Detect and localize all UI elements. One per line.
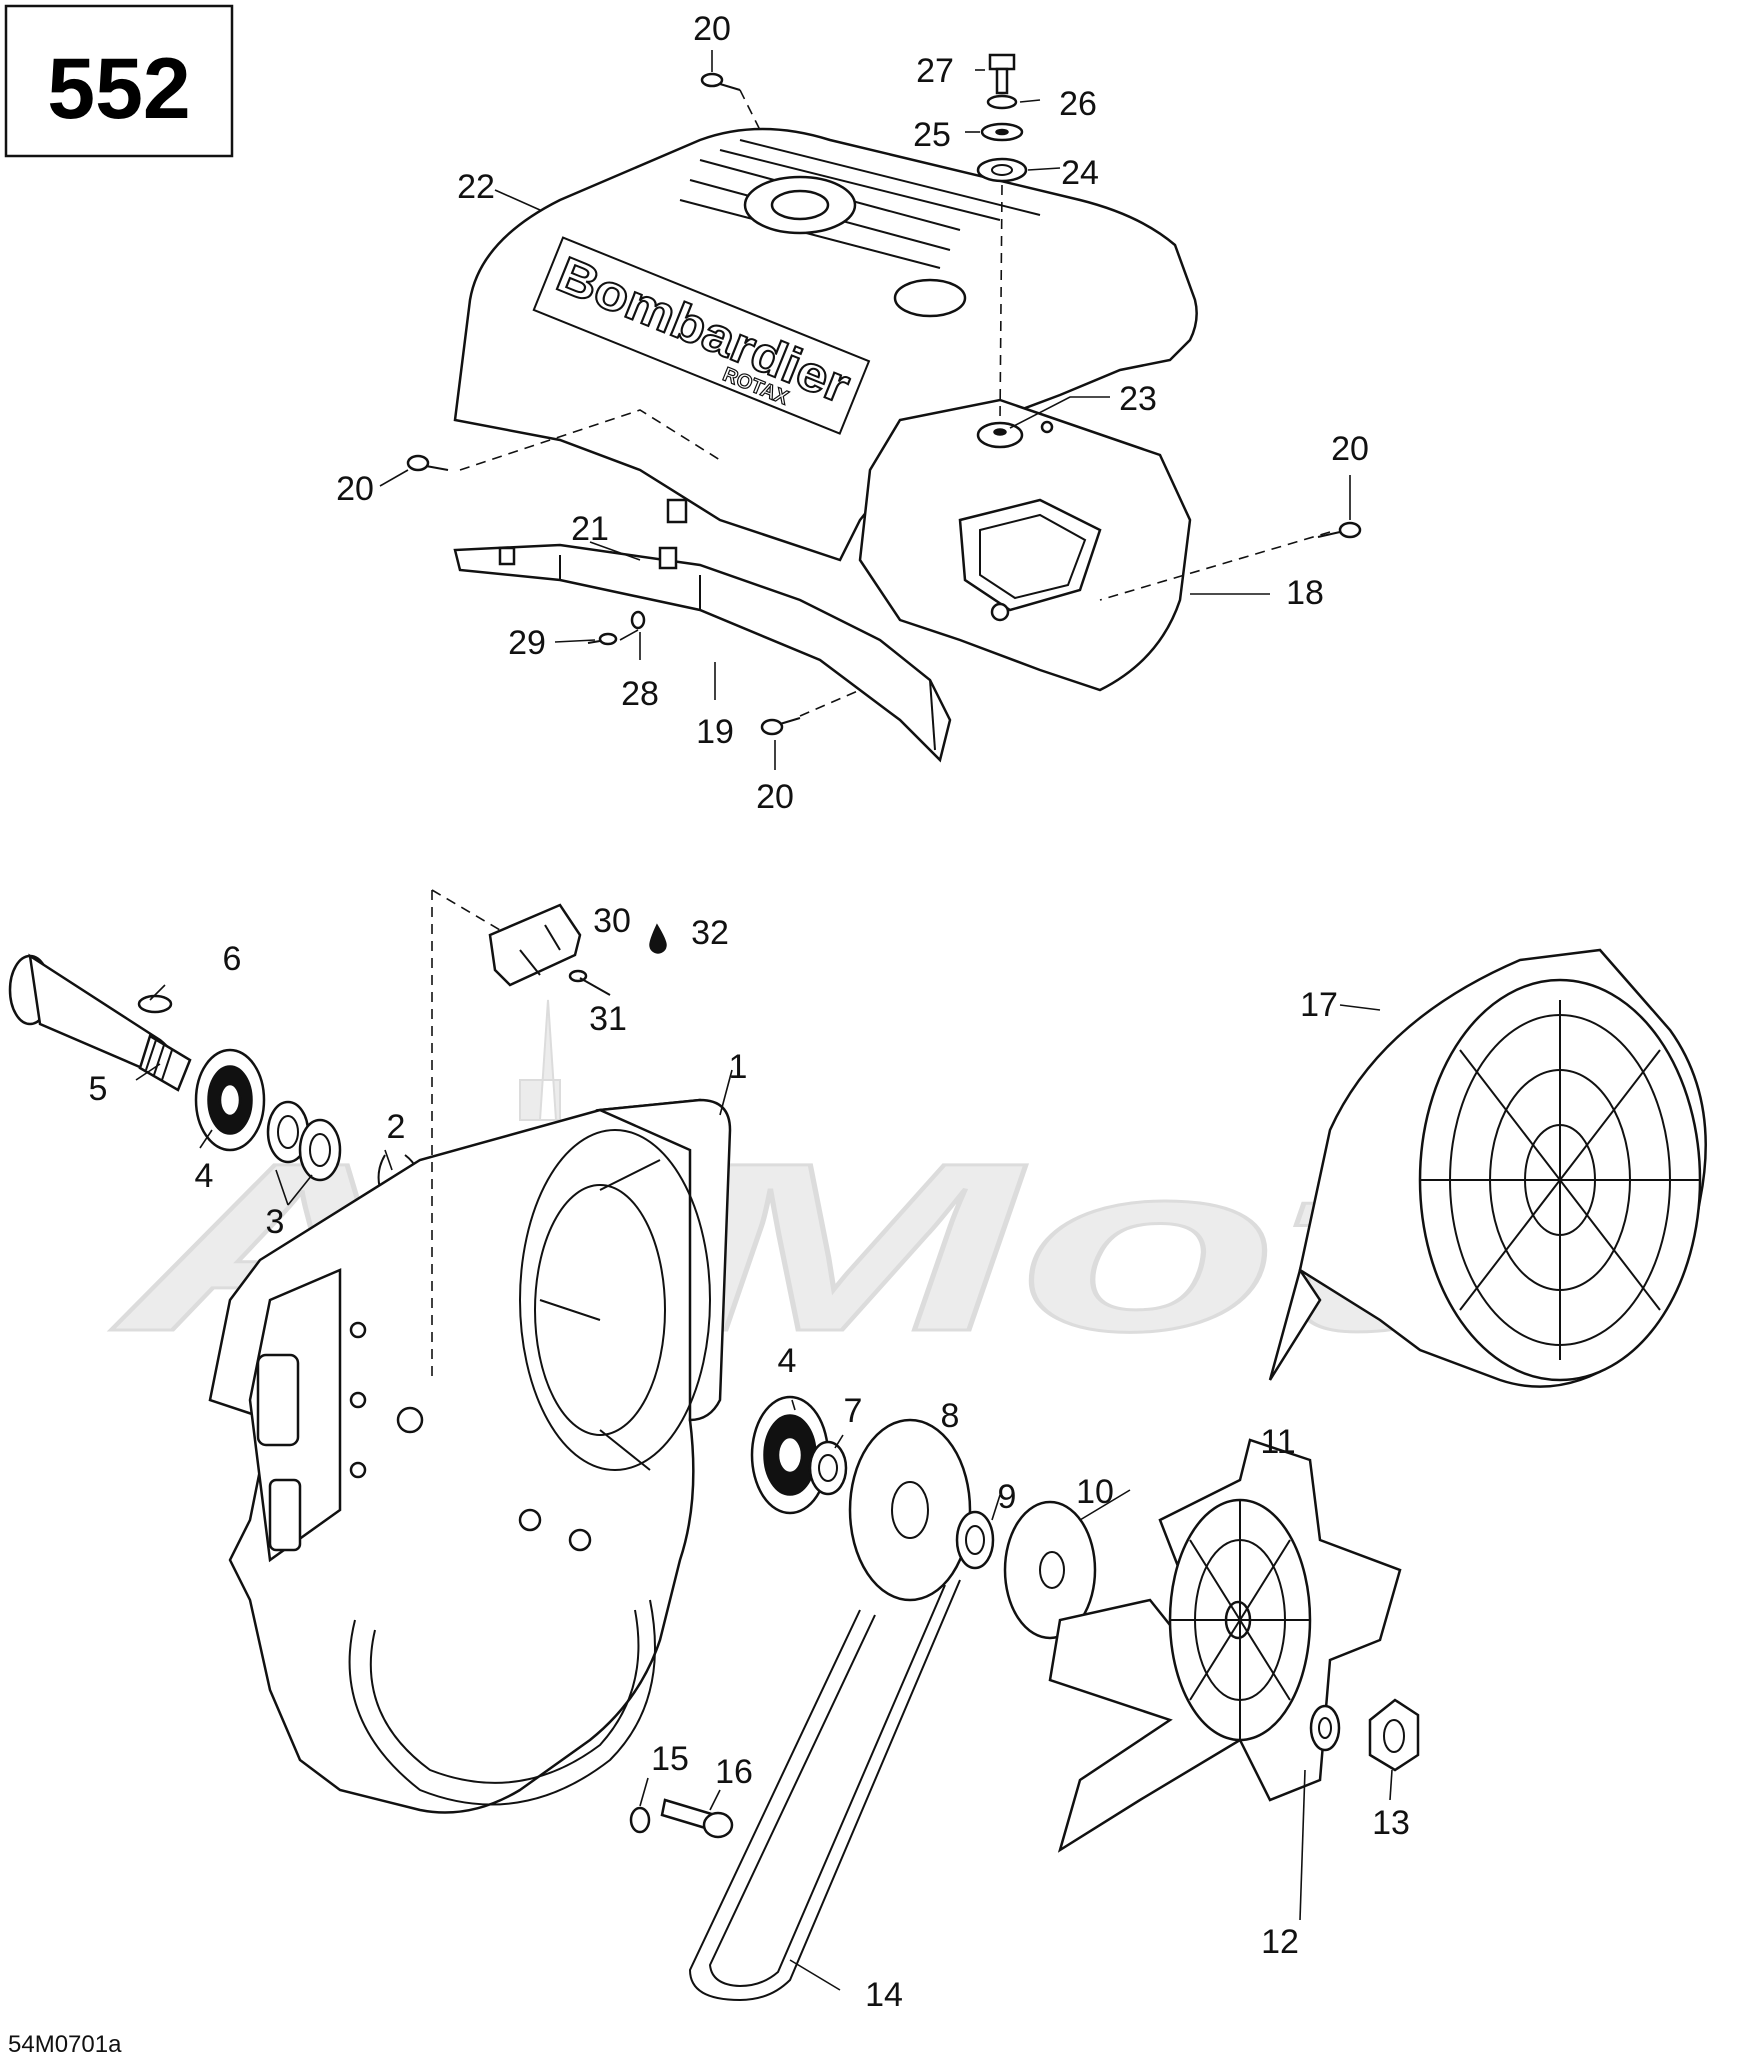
callout-11: 11 (1260, 1423, 1295, 1461)
callout-12: 12 (1261, 1923, 1299, 1961)
washer-7 (808, 1440, 848, 1496)
callout-5: 5 (89, 1070, 108, 1108)
cover-vents (679, 139, 1041, 318)
callout-16: 16 (715, 1753, 753, 1791)
spacer-9 (955, 1510, 995, 1570)
callout-29: 29 (508, 624, 546, 662)
callout-1: 1 (729, 1048, 748, 1086)
screw-bottom (760, 717, 801, 736)
shim-b (298, 1118, 342, 1182)
fan (1048, 1438, 1402, 1853)
screw-left (406, 454, 449, 472)
belt (688, 1579, 961, 2002)
callout-3: 3 (266, 1203, 285, 1241)
cover-hardware (406, 53, 1362, 736)
callout-26: 26 (1059, 85, 1097, 123)
lock-washer (986, 94, 1018, 110)
lock-washer-12 (1309, 1704, 1341, 1752)
callout-25: 25 (913, 116, 951, 154)
pulley-disc (1003, 1500, 1097, 1640)
spacer-24 (976, 157, 1028, 183)
callout-9: 9 (998, 1478, 1017, 1516)
callout-6: 6 (223, 940, 242, 978)
washer-28 (630, 610, 646, 630)
callout-21: 21 (571, 510, 609, 548)
key (137, 994, 173, 1014)
callout-4: 4 (195, 1157, 214, 1195)
callout-30: 30 (593, 902, 631, 940)
clamp (488, 903, 582, 987)
callout-10: 10 (1076, 1473, 1114, 1511)
callout-7: 7 (844, 1392, 863, 1430)
callout-24: 24 (1061, 154, 1099, 192)
callout-31: 31 (589, 1000, 627, 1038)
callout-22: 22 (457, 168, 495, 206)
callout-17: 17 (1300, 986, 1338, 1024)
screw-29 (587, 632, 618, 646)
drawing-code: 54M0701a (8, 2031, 122, 2058)
callout-19: 19 (696, 713, 734, 751)
pulley-half (848, 1418, 972, 1602)
callout-23: 23 (1119, 380, 1157, 418)
bearing-upper (194, 1048, 266, 1152)
callout-15: 15 (651, 1740, 689, 1778)
callout-18: 18 (1286, 574, 1324, 612)
washer-15 (629, 1806, 651, 1834)
page-number-box: 552 (4, 4, 234, 158)
callout-20: 20 (336, 470, 374, 508)
bolt-16 (660, 1798, 734, 1839)
callout-28: 28 (621, 675, 659, 713)
callout-32: 32 (691, 914, 729, 952)
callout-20: 20 (756, 778, 794, 816)
bearing-lower (750, 1395, 830, 1515)
lubricant-drop (649, 923, 667, 954)
leader-lines (135, 50, 1393, 1991)
screw-top (700, 72, 741, 91)
screw-31 (568, 969, 611, 996)
support-bracket (453, 543, 952, 763)
bolt-27 (988, 53, 1016, 95)
page-number: 552 (47, 41, 191, 137)
callouts: 20 27 26 25 24 22 23 20 20 21 18 29 28 1… (89, 10, 1410, 2014)
screw-right (1317, 521, 1362, 539)
callout-20: 20 (693, 10, 731, 48)
shaft (8, 953, 192, 1092)
nut (1368, 1698, 1420, 1772)
callout-13: 13 (1372, 1804, 1410, 1842)
fan-shroud (1268, 948, 1707, 1388)
fan-housing (208, 1098, 732, 1814)
callout-20: 20 (1331, 430, 1369, 468)
callout-2: 2 (387, 1108, 406, 1146)
callout-27: 27 (916, 52, 954, 90)
callout-4: 4 (778, 1342, 797, 1380)
callout-8: 8 (941, 1397, 960, 1435)
fan-cover-assembly: Bombardier ROTAX (453, 127, 1198, 763)
callout-14: 14 (865, 1976, 903, 2014)
